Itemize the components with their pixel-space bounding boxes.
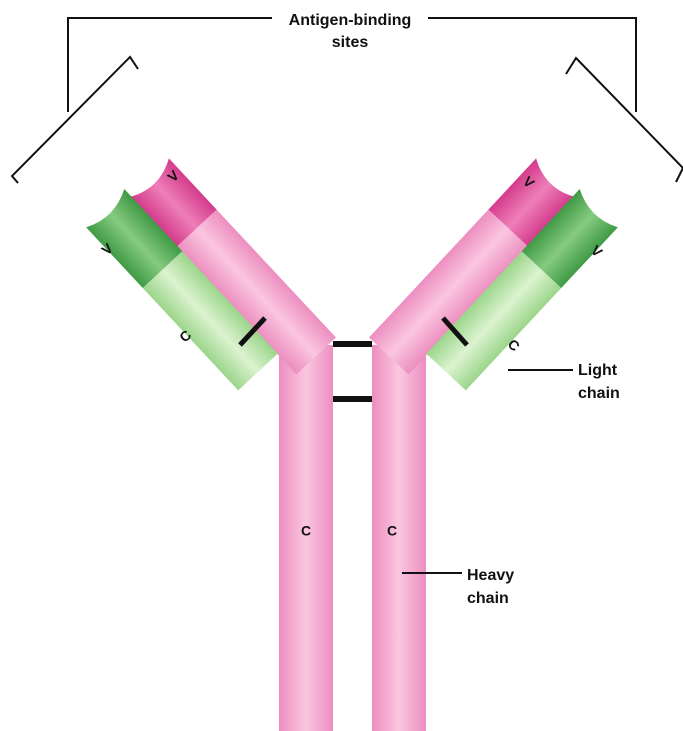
heavy-chain-label-line1: Heavy	[467, 567, 514, 584]
light-chain-label-line1: Light	[578, 362, 618, 379]
antigen-binding-bracket-right	[428, 18, 683, 182]
light-chain-label-line2: chain	[578, 385, 620, 402]
heavy-chain-stem-right	[372, 345, 426, 731]
antigen-binding-label-line1: Antigen-binding	[289, 12, 412, 29]
antigen-binding-bracket-left	[12, 18, 272, 183]
antigen-binding-label-line2: sites	[332, 34, 369, 51]
heavy-chain-label-line2: chain	[467, 590, 509, 607]
heavy-constant-label-left: C	[301, 523, 311, 539]
heavy-constant-label-right: C	[387, 523, 397, 539]
